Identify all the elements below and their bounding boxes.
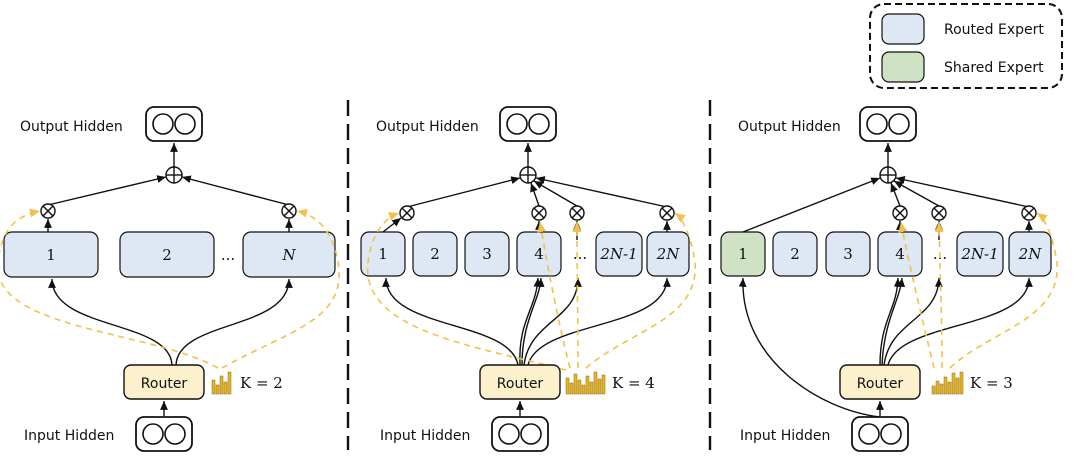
expert-label: 3	[843, 245, 853, 263]
input-hidden-vector	[851, 416, 909, 452]
gate-multiply	[931, 205, 947, 221]
routed-expert	[1008, 231, 1052, 277]
routed-expert	[3, 231, 99, 278]
router-score-bars	[211, 371, 232, 395]
router	[479, 364, 561, 400]
routed-expert	[772, 231, 818, 277]
input-hidden-label: Input Hidden	[740, 428, 830, 444]
input-hidden-vector	[491, 416, 549, 452]
router-score-bars	[565, 371, 606, 395]
routed-expert	[646, 231, 690, 277]
legend-routed-label: Routed Expert	[944, 22, 1044, 38]
routed-expert	[412, 231, 458, 277]
expert-label: 2N	[656, 245, 681, 263]
expert-label: 2N-1	[599, 245, 637, 263]
legend-routed-swatch	[881, 13, 925, 45]
panel-conventional-moe: Output Hidden 1 2 ... N Router	[0, 106, 340, 452]
routed-expert	[595, 231, 643, 277]
shared-expert	[720, 231, 766, 277]
output-hidden-vector	[859, 106, 917, 142]
gate-multiply	[40, 203, 56, 219]
router-label: Router	[141, 376, 188, 392]
expert-ellipsis: ...	[573, 245, 587, 263]
gate-multiply	[281, 203, 297, 219]
sum-node	[879, 166, 897, 184]
expert-label: 1	[738, 245, 748, 263]
output-hidden-label: Output Hidden	[20, 119, 123, 135]
router	[123, 364, 205, 400]
expert-label: 1	[378, 245, 388, 263]
expert-label: N	[281, 246, 296, 264]
routed-expert	[242, 231, 336, 278]
gate-multiply	[892, 205, 908, 221]
output-hidden-label: Output Hidden	[738, 119, 841, 135]
expert-label: 2	[430, 245, 440, 263]
output-hidden-vector	[145, 106, 203, 142]
gate-multiply	[569, 205, 585, 221]
gate-multiply	[659, 205, 675, 221]
top-k-label: K = 4	[612, 374, 655, 392]
expert-label: 4	[534, 245, 544, 263]
expert-ellipsis: ...	[221, 246, 235, 264]
routed-expert	[119, 231, 215, 278]
router	[839, 364, 921, 400]
output-hidden-vector	[499, 106, 557, 142]
top-k-label: K = 3	[970, 374, 1013, 392]
legend: Routed Expert Shared Expert	[869, 3, 1063, 89]
sum-node	[165, 166, 183, 184]
legend-shared-label: Shared Expert	[944, 60, 1044, 76]
gate-multiply	[531, 205, 547, 221]
input-hidden-vector	[135, 416, 193, 452]
legend-shared-swatch	[881, 51, 925, 83]
routed-expert	[956, 231, 1004, 277]
expert-label: 1	[46, 246, 56, 264]
expert-label: 2	[162, 246, 172, 264]
routed-expert	[464, 231, 510, 277]
sum-node	[519, 166, 537, 184]
router-label: Router	[857, 376, 904, 392]
expert-label: 2N-1	[960, 245, 998, 263]
router-score-bars	[931, 371, 964, 395]
expert-label: 4	[895, 245, 905, 263]
expert-label: 2N	[1018, 245, 1043, 263]
top-k-label: K = 2	[240, 374, 283, 392]
output-hidden-label: Output Hidden	[376, 119, 479, 135]
input-hidden-label: Input Hidden	[24, 428, 114, 444]
gate-multiply	[1021, 205, 1037, 221]
gate-multiply	[399, 205, 415, 221]
routed-expert	[360, 231, 406, 277]
expert-label: 3	[482, 245, 492, 263]
input-hidden-label: Input Hidden	[380, 428, 470, 444]
panel-shared-expert-isolation: Output Hidden 1 2 3 4 ... 2N-1 2N	[720, 106, 1058, 452]
router-label: Router	[497, 376, 544, 392]
expert-label: 2	[790, 245, 800, 263]
panel-fine-grained-expert: Output Hidden 1 2 3 4 ... 2N-1 2N	[360, 106, 696, 452]
routed-expert	[825, 231, 871, 277]
